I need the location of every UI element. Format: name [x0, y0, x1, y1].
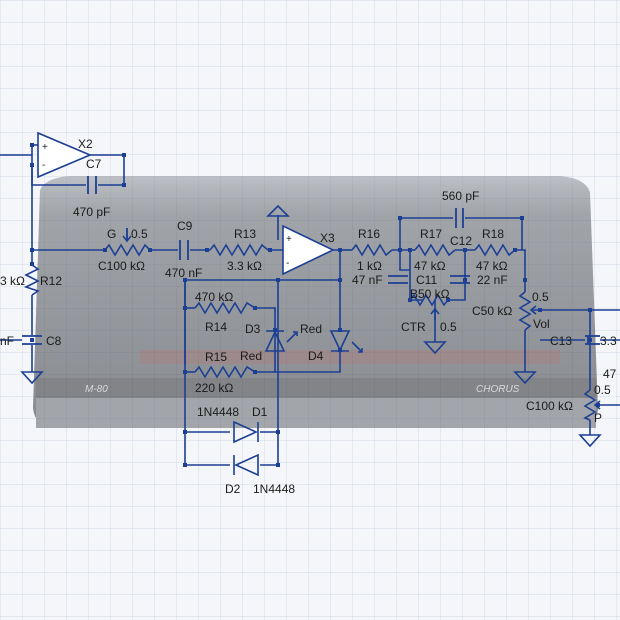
c7-value: 470 pF — [73, 205, 110, 219]
pot-gain-value: C100 kΩ — [98, 259, 145, 273]
opamp-x2[interactable] — [37, 131, 93, 179]
r12-label: R12 — [40, 274, 62, 288]
x2-label: X2 — [78, 137, 93, 151]
pedal-name-text: CHORUS — [476, 384, 520, 395]
r13-label: R13 — [234, 227, 256, 241]
resistor-r13[interactable] — [209, 243, 269, 257]
resistor-r14[interactable] — [194, 301, 256, 315]
pot-gain-wiper-label: G — [107, 227, 116, 241]
d2-part: 1N4448 — [253, 482, 295, 496]
pedal-photo: M-80 CHORUS — [33, 176, 598, 428]
c12-label: C12 — [450, 234, 472, 248]
right-value: 47 — [603, 367, 617, 381]
c8-value: nF — [0, 334, 14, 348]
x2-plus: + — [42, 142, 48, 153]
pedal-led-row — [140, 350, 560, 364]
r17-value: 47 kΩ — [414, 259, 446, 273]
right-pot-p: P — [594, 411, 602, 425]
ctr-value: 0.5 — [440, 320, 457, 334]
x2-minus: - — [42, 160, 45, 171]
x3-plus: + — [286, 234, 292, 245]
r15-value: 220 kΩ — [195, 381, 233, 395]
pedal-model-text: M-80 — [85, 384, 108, 395]
c9-value: 470 nF — [165, 266, 202, 280]
r17-label: R17 — [420, 227, 442, 241]
r14-label: R14 — [205, 320, 227, 334]
diode-d2[interactable] — [233, 453, 259, 477]
d1-label: D1 — [252, 405, 268, 419]
vol-wiper-value: 0.5 — [532, 290, 549, 304]
right-wiper-value: 0.5 — [594, 383, 611, 397]
r16-label: R16 — [358, 227, 380, 241]
potentiometer-vol[interactable] — [518, 291, 540, 331]
ground-right — [578, 434, 602, 448]
vol-label: Vol — [533, 317, 550, 331]
c9-label: C9 — [177, 219, 193, 233]
x3-minus: - — [286, 258, 289, 269]
resistor-r12[interactable] — [23, 264, 40, 296]
r18-value: 47 kΩ — [476, 259, 508, 273]
opamp-x3[interactable] — [282, 224, 335, 276]
ctr-label: CTR — [401, 320, 426, 334]
resistor-r16[interactable] — [351, 243, 393, 257]
c7-label: C7 — [86, 157, 102, 171]
x3-label: X3 — [320, 231, 335, 245]
d3-color: Red — [300, 322, 322, 336]
c12-value: 560 pF — [442, 189, 479, 203]
resistor-r17[interactable] — [414, 243, 456, 257]
r15-label: R15 — [205, 350, 227, 364]
r14-value: 470 kΩ — [195, 290, 233, 304]
ground-left — [20, 371, 44, 385]
resistor-r18[interactable] — [474, 243, 516, 257]
c13-value: 3.3 — [600, 334, 617, 348]
capacitor-c9[interactable] — [179, 240, 189, 260]
d3-label: D3 — [245, 322, 261, 336]
d2-label: D2 — [225, 482, 241, 496]
capacitor-c13[interactable] — [585, 335, 600, 345]
vref-arrow — [266, 204, 290, 217]
capacitor-c12[interactable] — [455, 208, 464, 228]
ground-ctr — [423, 341, 447, 355]
r12-value: 3 kΩ — [0, 274, 25, 288]
c22-value: 22 nF — [477, 273, 508, 287]
capacitor-c8[interactable] — [22, 335, 42, 345]
right-pot-value: C100 kΩ — [526, 399, 573, 413]
c10-value: 47 nF — [352, 273, 383, 287]
pot-gain-wiper-value: 0.5 — [131, 227, 148, 241]
potentiometer-gain[interactable] — [104, 228, 151, 257]
led-d3[interactable] — [264, 330, 298, 352]
ground-vol — [513, 371, 537, 385]
r16-value: 1 kΩ — [357, 259, 382, 273]
r13-value: 3.3 kΩ — [227, 259, 262, 273]
c8-label: C8 — [46, 334, 62, 348]
capacitor-c7[interactable] — [87, 176, 97, 194]
capacitor-47nf[interactable] — [388, 275, 408, 284]
c50-value: C50 kΩ — [472, 304, 512, 318]
capacitor-c11[interactable] — [450, 275, 470, 284]
potentiometer-ctr[interactable] — [409, 293, 449, 320]
potentiometer-right[interactable] — [583, 389, 601, 421]
b50-value: B50 kΩ — [410, 287, 450, 301]
c11-label: C11 — [416, 273, 437, 287]
r18-label: R18 — [482, 227, 504, 241]
d4-label: D4 — [308, 349, 324, 363]
diode-d1[interactable] — [233, 420, 259, 444]
led-d4[interactable] — [329, 330, 363, 353]
resistor-r15[interactable] — [194, 365, 256, 379]
d1-part: 1N4448 — [197, 405, 239, 419]
c13-label: C13 — [550, 334, 572, 348]
d4-color: Red — [240, 349, 262, 363]
